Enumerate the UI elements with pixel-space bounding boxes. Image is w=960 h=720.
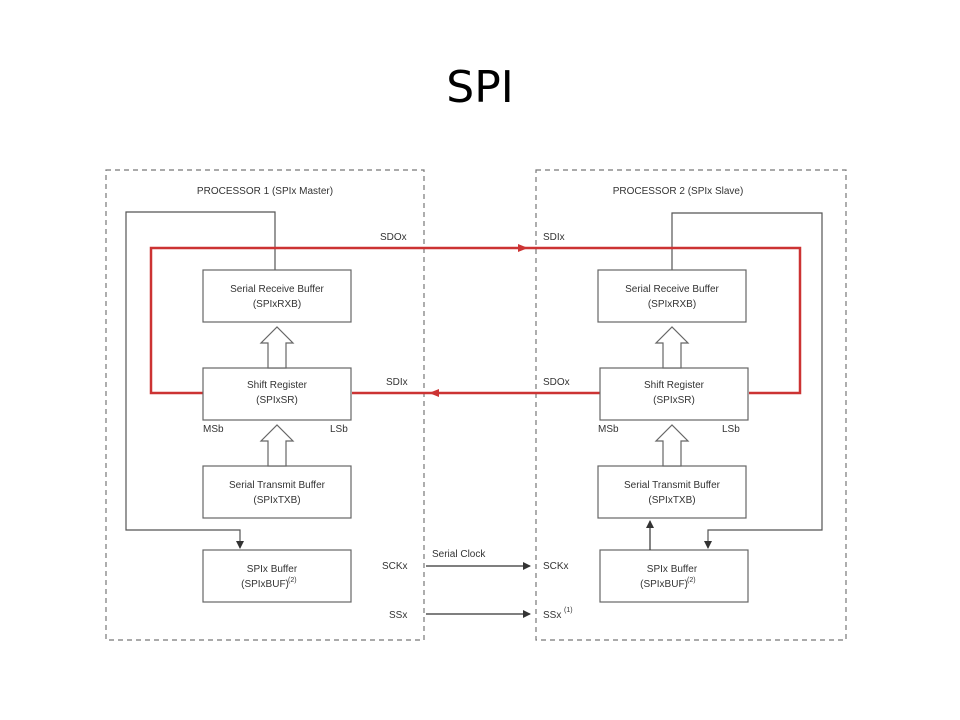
sck-slave-label: SCKx <box>543 561 569 572</box>
p2-transmit-buffer-line2: (SPIxTXB) <box>648 495 695 506</box>
p1-shift-register <box>202 367 352 421</box>
serial-clock-label: Serial Clock <box>432 549 486 560</box>
sdo-slave-label: SDOx <box>543 377 570 388</box>
p1-lsb-label: LSb <box>330 424 348 435</box>
sdo-data-line <box>149 244 528 395</box>
p1-feedback-line <box>125 211 276 549</box>
processor2-container <box>535 169 847 641</box>
p1-shift-register-line2: (SPIxSR) <box>256 395 298 406</box>
p1-spi-buffer-sup: (2) <box>288 577 297 584</box>
p1-receive-buffer-line1: Serial Receive Buffer <box>230 284 324 295</box>
p1-shift-register-line1: Shift Register <box>247 380 308 391</box>
p1-transmit-buffer-line2: (SPIxTXB) <box>253 495 300 506</box>
p1-transmit-buffer <box>202 465 352 519</box>
sdo-master-label: SDOx <box>380 232 407 243</box>
p2-receive-buffer <box>597 269 747 323</box>
p1-spi-buffer <box>202 549 352 603</box>
p2-feedback-line <box>671 212 823 549</box>
p2-receive-buffer-line1: Serial Receive Buffer <box>625 284 719 295</box>
p1-spi-buffer-line2: (SPIxBUF) <box>241 579 289 590</box>
p2-receive-buffer-line2: (SPIxRXB) <box>648 299 696 310</box>
p2-shift-register <box>599 367 749 421</box>
sdi-slave-line <box>527 246 802 395</box>
p1-arrow-transmit-to-shift <box>259 424 295 467</box>
p2-arrow-transmit-to-shift <box>654 424 690 467</box>
p2-shift-register-line2: (SPIxSR) <box>653 395 695 406</box>
sck-master-label: SCKx <box>382 561 408 572</box>
p2-spi-buffer-sup: (2) <box>687 577 696 584</box>
p1-transmit-buffer-line1: Serial Transmit Buffer <box>229 480 326 491</box>
ss-master-label: SSx <box>389 610 407 621</box>
processor1-container <box>105 169 425 641</box>
p1-spi-buffer-line1: SPIx Buffer <box>247 564 298 575</box>
p1-receive-buffer-line2: (SPIxRXB) <box>253 299 301 310</box>
processor2-title: PROCESSOR 2 (SPIx Slave) <box>613 186 744 197</box>
p2-transmit-buffer <box>597 465 747 519</box>
p2-spi-buffer <box>599 549 749 603</box>
p2-lsb-label: LSb <box>722 424 740 435</box>
slide-title: SPI <box>446 62 514 113</box>
p1-receive-buffer <box>202 269 352 323</box>
sdi-slave-label: SDIx <box>543 232 565 243</box>
ss-slave-label: SSx <box>543 610 561 621</box>
p1-arrow-shift-to-receive <box>259 326 295 369</box>
p2-spi-buffer-line1: SPIx Buffer <box>647 564 698 575</box>
p2-spi-buffer-line2: (SPIxBUF) <box>640 579 688 590</box>
p2-transmit-buffer-line1: Serial Transmit Buffer <box>624 480 721 491</box>
processor1-title: PROCESSOR 1 (SPIx Master) <box>197 186 333 197</box>
p2-arrow-shift-to-receive <box>654 326 690 369</box>
p2-shift-register-line1: Shift Register <box>644 380 705 391</box>
p2-msb-label: MSb <box>598 424 619 435</box>
ss-slave-sup: (1) <box>564 607 573 614</box>
p1-msb-label: MSb <box>203 424 224 435</box>
sdi-master-label: SDIx <box>386 377 408 388</box>
